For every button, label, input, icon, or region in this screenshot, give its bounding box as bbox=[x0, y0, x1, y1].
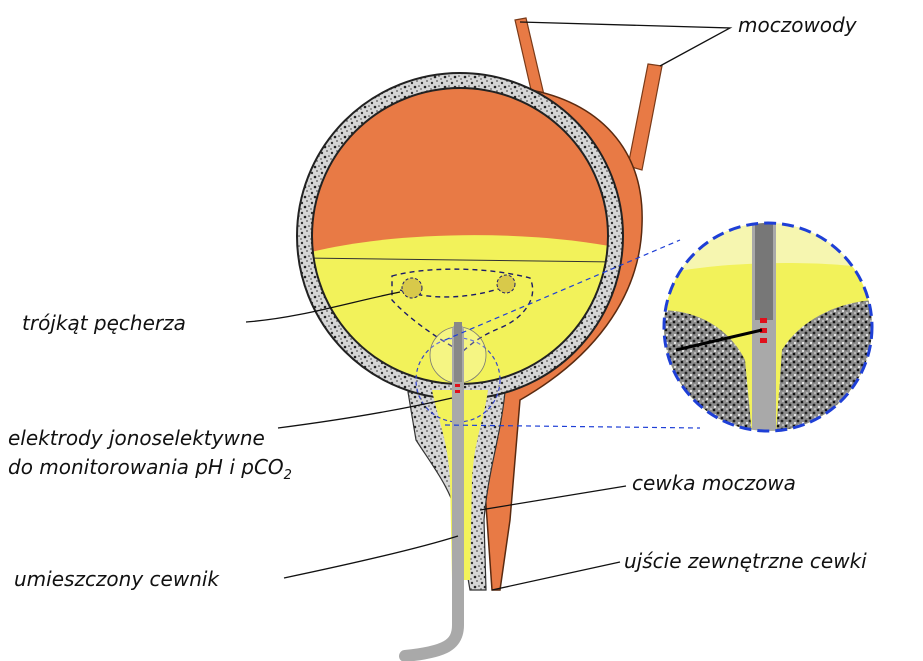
label-meatus: ujście zewnętrzne cewki bbox=[624, 549, 867, 573]
label-ureters: moczowody bbox=[738, 13, 858, 37]
label-catheter: umieszczony cewnik bbox=[14, 567, 220, 591]
label-electrodes-line2: do monitorowania pH i pCO2 bbox=[8, 455, 292, 483]
label-electrodes-main: do monitorowania pH i pCO bbox=[8, 455, 284, 479]
label-electrodes-line1: elektrody jonoselektywne bbox=[8, 426, 265, 450]
label-trigone: trójkąt pęcherza bbox=[22, 311, 186, 335]
electrode-marks bbox=[455, 384, 460, 387]
label-electrodes-subscript: 2 bbox=[284, 468, 292, 483]
label-urethra: cewka moczowa bbox=[632, 471, 796, 495]
